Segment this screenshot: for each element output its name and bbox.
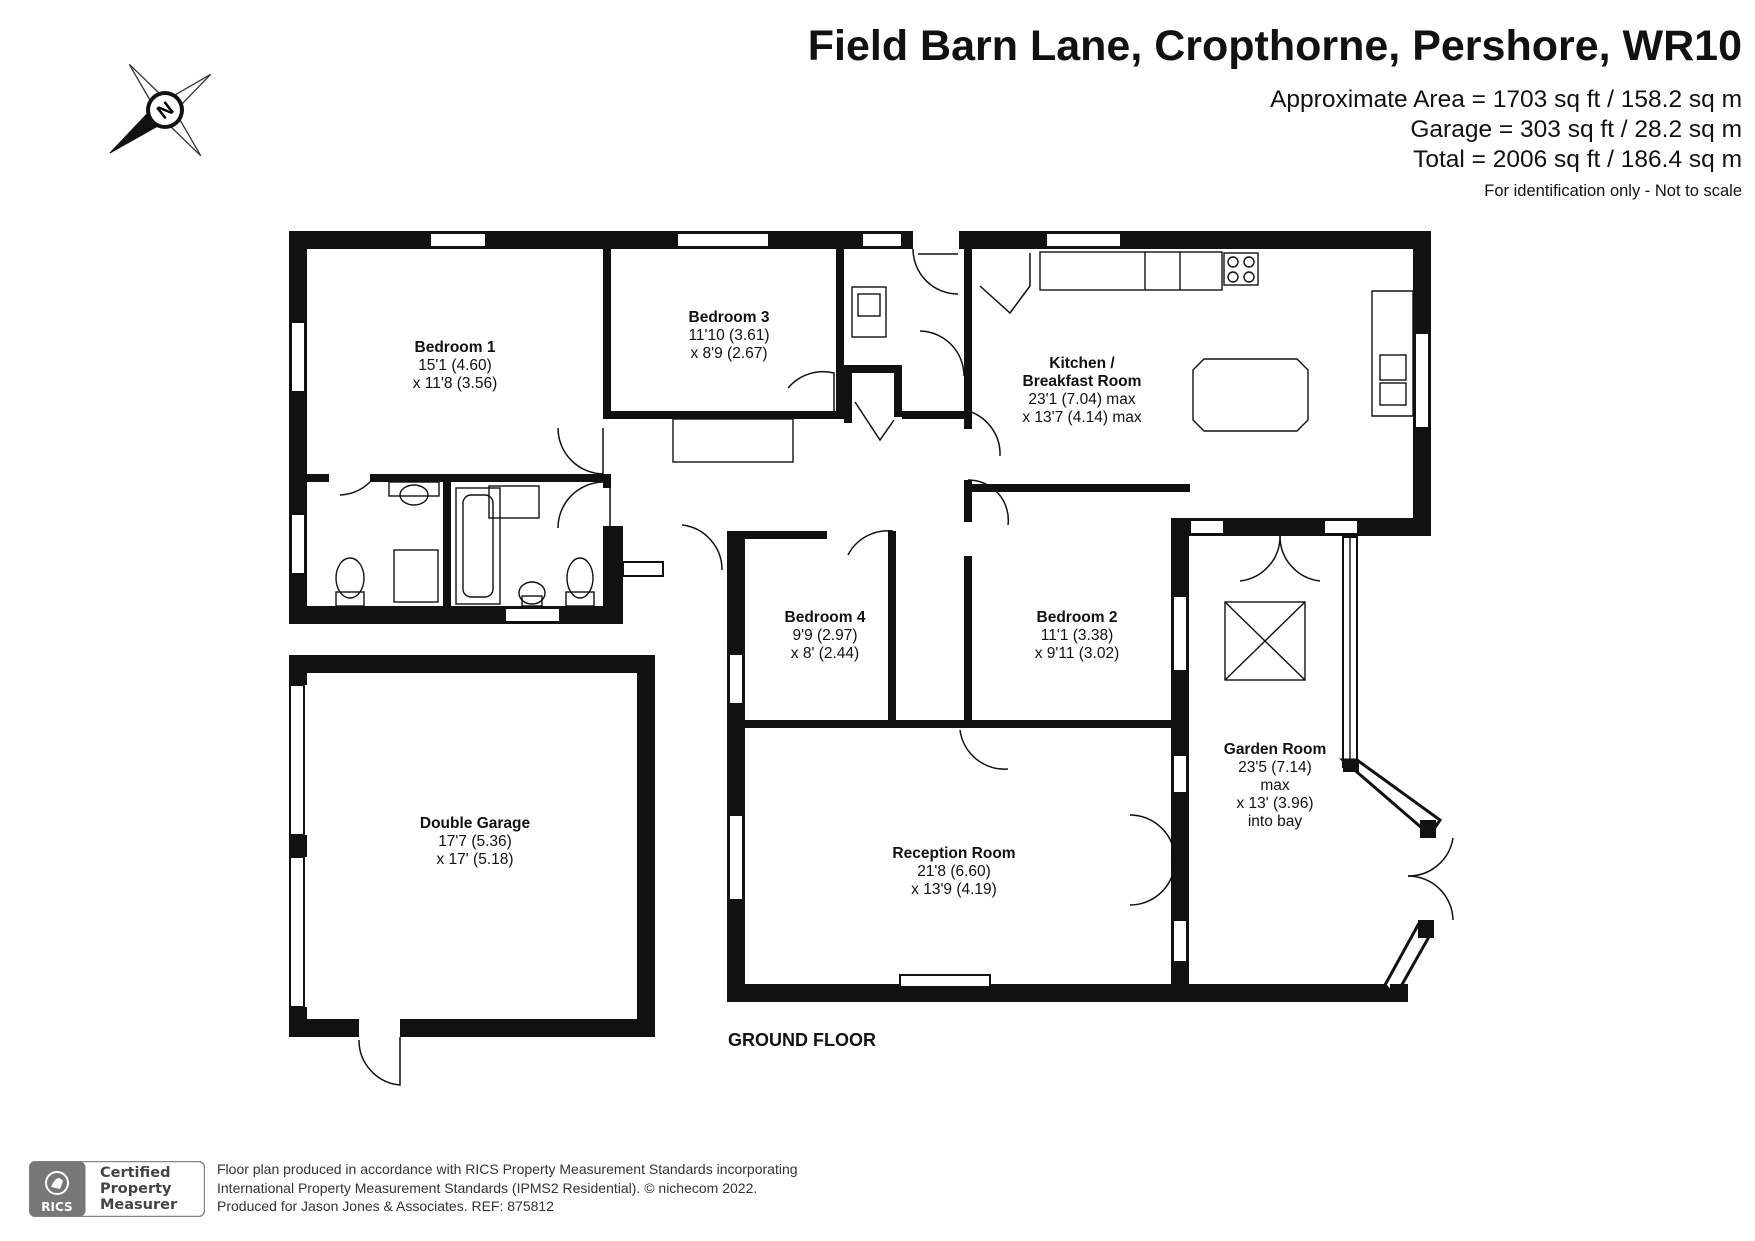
internal-walls [307,249,1190,728]
room-bedroom-2: Bedroom 2 11'1 (3.38) x 9'11 (3.02) [1034,609,1120,662]
door-swings [339,248,1454,1086]
rics-logo-text: RICS [41,1200,72,1214]
footer-line-2: International Property Measurement Stand… [217,1179,758,1196]
bay-window [1338,758,1443,1002]
room-bedroom-4: Bedroom 4 9'9 (2.97) x 8' (2.44) [784,609,866,662]
footer-line-1: Floor plan produced in accordance with R… [217,1161,798,1177]
garage-area: Garage = 303 sq ft / 28.2 sq m [1410,116,1742,143]
fittings [335,251,1414,767]
footer-disclaimer: Floor plan produced in accordance with R… [217,1160,798,1216]
room-garden-room: Garden Room 23'5 (7.14) max x 13' (3.96)… [1223,741,1327,830]
rics-certified-badge: RICS [29,1161,205,1217]
room-reception: Reception Room 21'8 (6.60) x 13'9 (4.19) [892,845,1016,898]
room-bedroom-3: Bedroom 3 11'10 (3.61) x 8'9 (2.67) [688,309,770,362]
windows [289,232,1430,1008]
total-area: Total = 2006 sq ft / 186.4 sq m [1413,146,1742,173]
footer-line-3: Produced for Jason Jones & Associates. R… [217,1198,554,1214]
scale-note: For identification only - Not to scale [1484,182,1742,200]
certified-property-measurer: Certified Property Measurer [100,1165,178,1213]
room-bedroom-1: Bedroom 1 15'1 (4.60) x 11'8 (3.56) [412,339,498,392]
room-double-garage: Double Garage 17'7 (5.36) x 17' (5.18) [419,815,531,868]
property-title: Field Barn Lane, Cropthorne, Pershore, W… [807,22,1742,70]
approximate-area: Approximate Area = 1703 sq ft / 158.2 sq… [1270,86,1742,113]
room-kitchen-breakfast: Kitchen / Breakfast Room 23'1 (7.04) max… [1022,355,1142,426]
north-compass-icon: N [109,63,212,157]
floor-label: GROUND FLOOR [728,1030,876,1050]
